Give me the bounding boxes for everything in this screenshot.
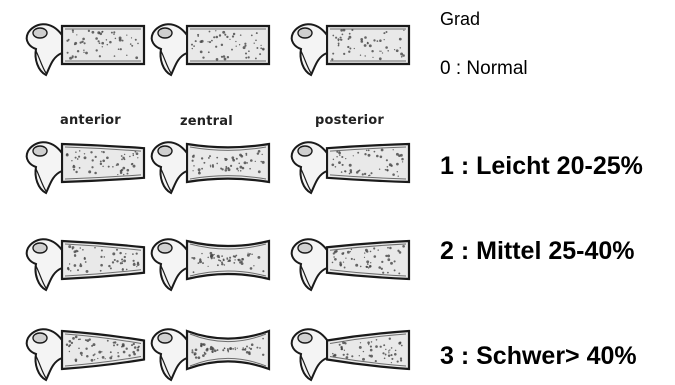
vertebra-anterior-grade-0 (20, 10, 150, 80)
vertebra-posterior-grade-3 (285, 315, 415, 385)
vertebra-zentral-grade-2 (145, 225, 275, 295)
vertebral-body (62, 331, 144, 369)
vertebra-posterior-grade-1 (285, 128, 415, 198)
vertebra-zentral-grade-3 (145, 315, 275, 385)
vertebra-zentral-grade-0 (145, 10, 275, 80)
vertebra-anterior-grade-2 (20, 225, 150, 295)
vertebra-anterior-grade-3 (20, 315, 150, 385)
grade-title: Grad (440, 9, 480, 30)
grade-3-label: 3 : Schwer> 40% (440, 342, 637, 371)
vertebral-body (327, 26, 409, 64)
grade-2-label: 2 : Mittel 25-40% (440, 237, 635, 266)
column-label-zentral: zentral (180, 114, 233, 129)
vertebra-posterior-grade-2 (285, 225, 415, 295)
grade-1-label: 1 : Leicht 20-25% (440, 152, 643, 181)
vertebral-body (62, 144, 144, 182)
vertebral-body (327, 331, 409, 369)
vertebra-posterior-grade-0 (285, 10, 415, 80)
vertebra-anterior-grade-1 (20, 128, 150, 198)
column-label-posterior: posterior (315, 113, 384, 128)
column-label-anterior: anterior (60, 113, 121, 128)
grade-0-label: 0 : Normal (440, 58, 528, 80)
vertebral-body (187, 144, 269, 182)
vertebra-zentral-grade-1 (145, 128, 275, 198)
